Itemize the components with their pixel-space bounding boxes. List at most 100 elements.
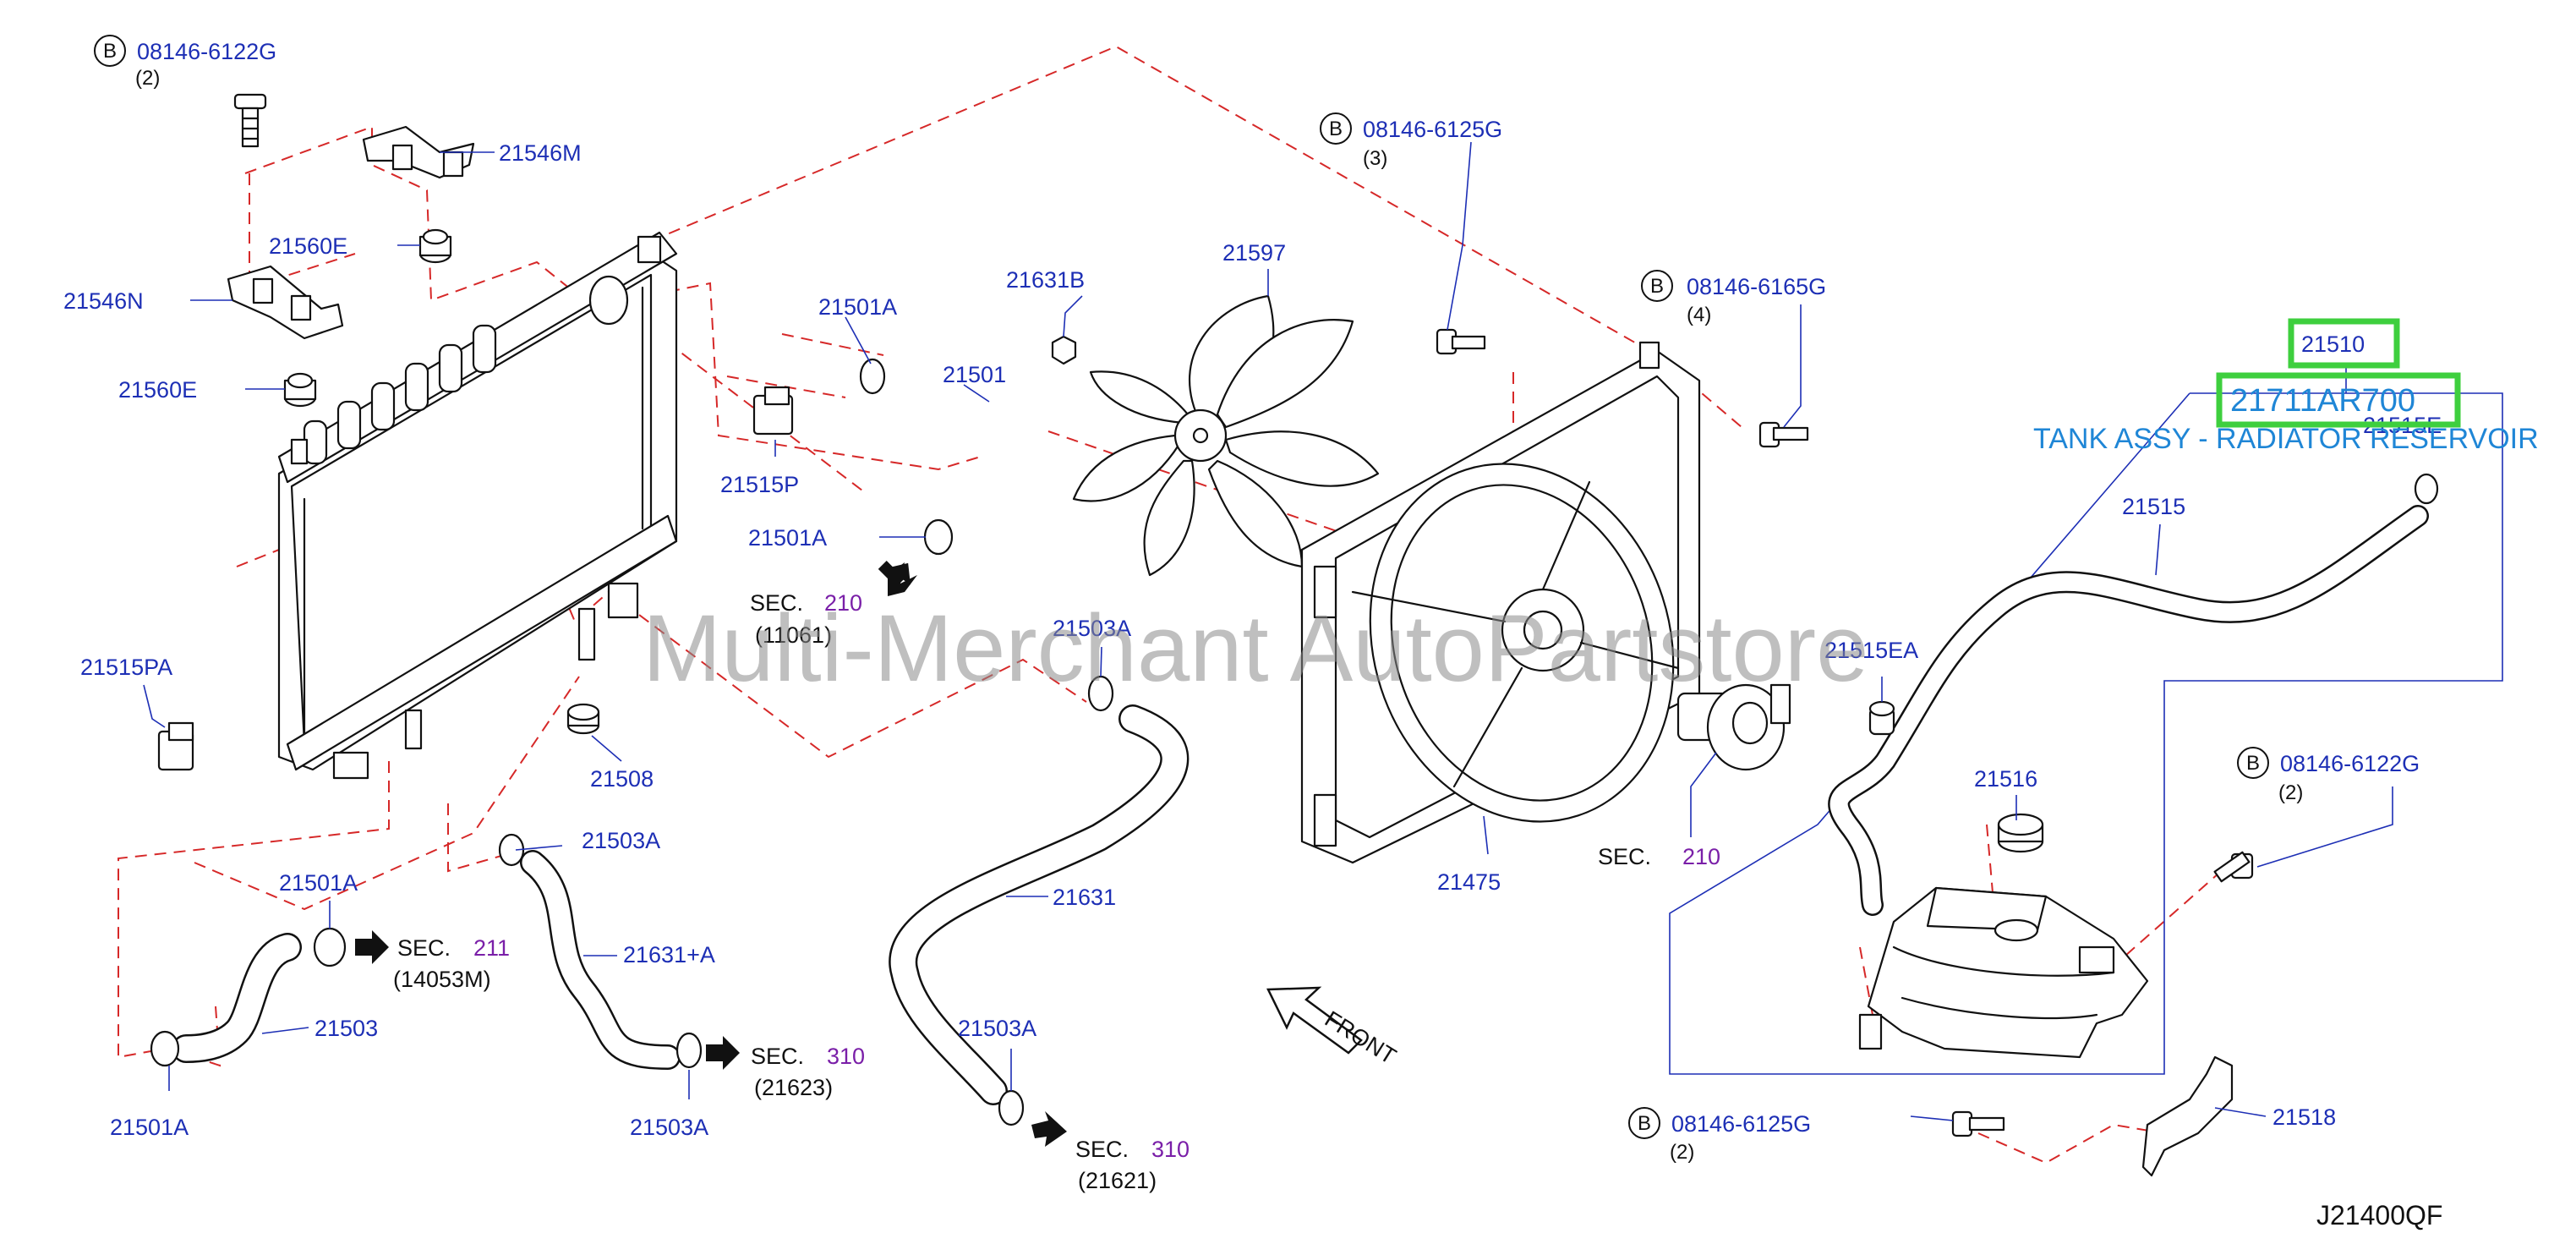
clamp-21503a-btm2 — [998, 1089, 1025, 1126]
badge-08146-6122g-top: B — [94, 35, 126, 67]
bolt-08146-6125g-bottom — [1951, 1110, 2005, 1137]
radiator-core — [277, 231, 678, 780]
clamp-21515e — [2414, 473, 2439, 505]
grommet-21560e-upper — [418, 228, 452, 264]
highlight-21510[interactable]: 21510 — [2288, 318, 2400, 369]
badge-08146-6165g: B — [1641, 270, 1673, 302]
label-21503a-center[interactable]: 21503A — [1053, 616, 1131, 641]
label-21515p[interactable]: 21515P — [720, 472, 799, 497]
hose-21503 — [172, 933, 302, 1063]
hose-21631 — [889, 704, 1190, 1105]
label-21560e-lower[interactable]: 21560E — [118, 377, 197, 403]
label-21516[interactable]: 21516 — [1974, 766, 2037, 792]
clamp-21501a-top — [859, 358, 886, 395]
bracket-21518 — [2141, 1055, 2234, 1177]
label-21501a-top[interactable]: 21501A — [818, 294, 897, 320]
arrow-sec310-b — [1031, 1111, 1067, 1147]
clip-21515pa — [157, 721, 194, 771]
watermark-text: Multi-Merchant AutoPartstore — [643, 595, 1868, 701]
label-21597[interactable]: 21597 — [1222, 240, 1286, 266]
label-sec210-b-num[interactable]: 210 — [1682, 844, 1720, 869]
label-sec210-a: SEC. — [750, 590, 803, 616]
clamp-21501a-bottom — [150, 1030, 180, 1067]
highlight-part-number[interactable]: 21711AR700 — [2230, 383, 2415, 419]
diagram-reference-code: J21400QF — [2316, 1200, 2442, 1230]
label-21515[interactable]: 21515 — [2122, 494, 2185, 519]
clamp-21501a-left — [313, 927, 347, 967]
clip-21515p — [752, 386, 794, 436]
label-21503a-low[interactable]: 21503A — [582, 828, 660, 853]
rubber-21508 — [566, 703, 600, 735]
label-21501a-mid[interactable]: 21501A — [748, 525, 827, 551]
label-21508[interactable]: 21508 — [590, 766, 654, 792]
part-labels: 08146-6122G (2) 21546M 21560E 21546N 215… — [63, 39, 2442, 1193]
highlight-part-description: TANK ASSY - RADIATOR RESERVOIR — [2033, 423, 2539, 455]
label-21515pa[interactable]: 21515PA — [80, 655, 172, 680]
label-sec210-b: SEC. — [1598, 844, 1651, 869]
qty-08146-6125g-top: (3) — [1363, 147, 1387, 170]
bolt-08146-6165g — [1758, 421, 1809, 448]
label-21503a-bottom[interactable]: 21503A — [630, 1115, 708, 1140]
arrow-sec210-a — [878, 561, 911, 588]
label-21501[interactable]: 21501 — [943, 362, 1006, 387]
qty-08146-6122g-right: (2) — [2278, 781, 2303, 804]
qty-08146-6125g-bottom: (2) — [1670, 1141, 1694, 1164]
label-sec310-b-code: (21621) — [1078, 1168, 1157, 1193]
label-sec210-a-num[interactable]: 210 — [824, 590, 862, 616]
label-sec310-b-num[interactable]: 310 — [1151, 1137, 1190, 1162]
bracket-21546m — [362, 125, 475, 179]
arrow-sec211 — [355, 930, 389, 964]
label-21503a-btm2[interactable]: 21503A — [958, 1016, 1036, 1041]
highlight-21711ar700[interactable]: 21711AR700 — [2216, 372, 2461, 428]
label-21503[interactable]: 21503 — [314, 1016, 378, 1041]
reservoir-group-outline — [1669, 392, 2503, 1075]
label-21501a-left[interactable]: 21501A — [279, 870, 358, 896]
flow-arrows — [355, 561, 1067, 1147]
arrow-sec310-a — [706, 1036, 740, 1070]
label-21631b[interactable]: 21631B — [1006, 267, 1085, 293]
badge-08146-6125g-bottom: B — [1628, 1107, 1660, 1139]
clip-21515ea — [1868, 700, 1895, 736]
label-21631a[interactable]: 21631+A — [623, 942, 715, 967]
leader-lines — [143, 141, 2393, 1121]
label-08146-6125g-top[interactable]: 08146-6125G — [1363, 117, 1502, 142]
label-08146-6122g-right[interactable]: 08146-6122G — [2280, 751, 2420, 776]
nut-21631b — [1051, 335, 1077, 365]
label-21515ea[interactable]: 21515EA — [1824, 638, 1918, 663]
label-sec310-a-num[interactable]: 310 — [827, 1044, 865, 1069]
svg-text:B: B — [1650, 275, 1664, 298]
label-21510[interactable]: 21510 — [2301, 332, 2365, 357]
label-21631[interactable]: 21631 — [1053, 885, 1116, 910]
label-21546m[interactable]: 21546M — [499, 140, 582, 166]
grommet-21560e-lower — [283, 372, 317, 408]
label-21475[interactable]: 21475 — [1437, 869, 1501, 895]
svg-text:B: B — [2246, 752, 2260, 775]
label-sec211: SEC. — [397, 935, 451, 961]
qty-08146-6122g-top: (2) — [135, 67, 160, 90]
hose-21631a — [520, 850, 681, 1070]
hose-21515 — [1828, 505, 2429, 916]
label-21501a-bottom[interactable]: 21501A — [110, 1115, 189, 1140]
badge-08146-6122g-right: B — [2237, 747, 2269, 779]
reservoir-cap-21516 — [1994, 813, 2044, 942]
qty-08146-6165g: (4) — [1687, 304, 1711, 326]
label-21546n[interactable]: 21546N — [63, 288, 144, 314]
fan-21597 — [1072, 294, 1380, 577]
clamp-21501a-mid — [923, 518, 954, 556]
label-21518[interactable]: 21518 — [2272, 1104, 2336, 1130]
svg-text:B: B — [1638, 1112, 1651, 1135]
label-08146-6125g-bottom[interactable]: 08146-6125G — [1671, 1111, 1811, 1137]
label-sec310-a: SEC. — [751, 1044, 804, 1069]
label-08146-6165g[interactable]: 08146-6165G — [1687, 274, 1826, 299]
label-sec310-a-code: (21623) — [754, 1075, 833, 1100]
label-21560e-upper[interactable]: 21560E — [269, 233, 347, 259]
fan-motor — [1676, 683, 1791, 771]
badge-08146-6125g-top: B — [1320, 112, 1352, 145]
label-sec310-b: SEC. — [1075, 1137, 1129, 1162]
label-sec211-num[interactable]: 211 — [473, 935, 510, 961]
hose-21501 — [891, 380, 1040, 529]
label-08146-6122g-top[interactable]: 08146-6122G — [137, 39, 276, 64]
label-sec210-a-code: (11061) — [755, 622, 832, 648]
bracket-21546n — [227, 265, 344, 340]
bolt-08146-6122g-right — [2213, 851, 2254, 883]
